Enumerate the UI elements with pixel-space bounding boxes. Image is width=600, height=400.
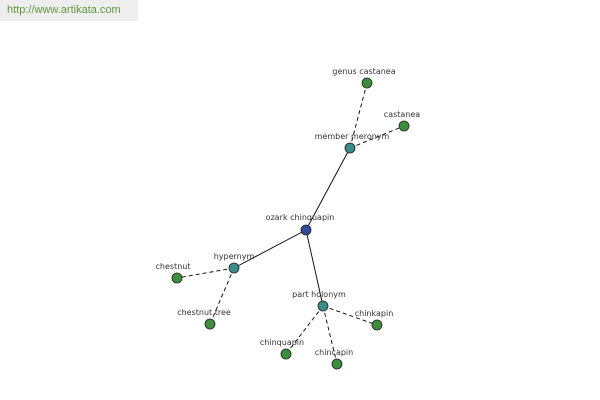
node-label-chestnut-tree[interactable]: chestnut tree [177,308,231,317]
node-hypernym[interactable]: hypernym [214,252,255,274]
node-circle-chincapin[interactable] [331,358,343,370]
node-circle-genus-castanea[interactable] [361,77,373,89]
node-center[interactable]: ozark chinquapin [266,213,335,236]
edge-center-to-part-holonym [305,229,324,307]
node-chinkapin[interactable]: chinkapin [355,309,394,331]
node-circle-member-meronym[interactable] [344,142,356,154]
node-member-meronym[interactable]: member meronym [315,132,390,154]
node-label-member-meronym[interactable]: member meronym [315,132,390,141]
node-circle-part-holonym[interactable] [317,300,329,312]
node-chestnut-tree[interactable]: chestnut tree [177,308,231,330]
node-circle-center[interactable] [300,224,312,236]
node-chinquapin[interactable]: chinquapin [260,338,304,360]
edge-center-to-member-meronym [305,147,351,231]
node-castanea[interactable]: castanea [384,110,421,132]
node-chincapin[interactable]: chincapin [315,348,353,370]
node-genus-castanea[interactable]: genus castanea [332,67,396,89]
site-watermark[interactable]: http://www.artikata.com [0,0,138,21]
node-label-chestnut[interactable]: chestnut [156,262,191,271]
node-circle-chestnut-tree[interactable] [204,318,216,330]
edge-part-holonym-to-chinquapin [285,305,324,355]
node-label-castanea[interactable]: castanea [384,110,421,119]
edge-part-holonym-to-chincapin [322,305,338,365]
node-circle-hypernym[interactable] [228,262,240,274]
node-label-chinkapin[interactable]: chinkapin [355,309,394,318]
node-label-chincapin[interactable]: chincapin [315,348,353,357]
node-label-genus-castanea[interactable]: genus castanea [332,67,395,76]
node-label-part-holonym[interactable]: part holonym [292,290,346,299]
edge-part-holonym-to-chinkapin [322,305,378,326]
node-circle-chestnut[interactable] [171,272,183,284]
graph-edges [176,82,405,365]
node-circle-castanea[interactable] [398,120,410,132]
node-chestnut[interactable]: chestnut [156,262,191,284]
node-part-holonym[interactable]: part holonym [292,290,346,312]
edge-center-to-hypernym [233,229,307,269]
edge-hypernym-to-chestnut-tree [209,267,235,325]
node-circle-chinquapin[interactable] [280,348,292,360]
edge-hypernym-to-chestnut [176,267,235,279]
node-label-hypernym[interactable]: hypernym [214,252,255,261]
graph-nodes: ozark chinquapin member meronym hypernym pa… [156,67,421,370]
node-circle-chinkapin[interactable] [371,319,383,331]
edge-member-meronym-to-castanea [349,125,405,149]
node-label-chinquapin[interactable]: chinquapin [260,338,304,347]
node-label-center[interactable]: ozark chinquapin [266,213,335,222]
